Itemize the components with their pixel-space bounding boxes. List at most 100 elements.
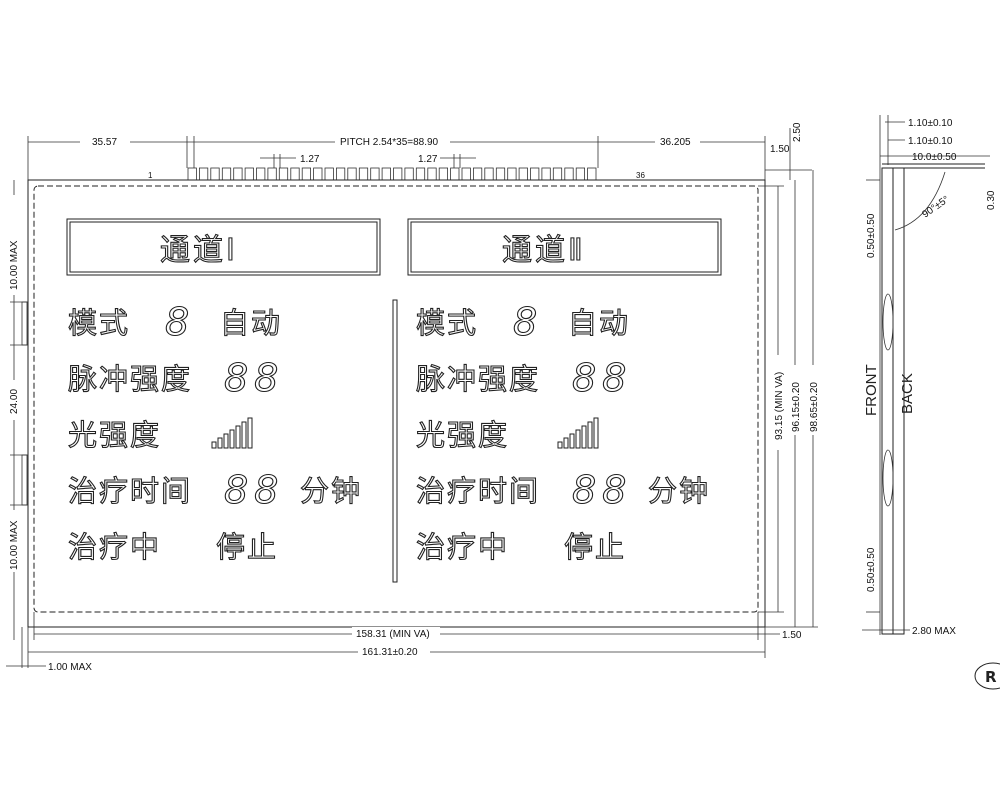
channel-1: 通道Ⅰ 模式 8 自动 脉冲强度 88 光强度 治疗时间 88 分钟 治疗中 停… bbox=[66, 218, 381, 565]
side-view: 1.10±0.10 1.10±0.10 10.0±0.50 0.30 90°±5… bbox=[862, 115, 1000, 690]
signal-bar bbox=[563, 437, 569, 449]
signal-bar bbox=[223, 433, 229, 449]
signal-bar bbox=[235, 425, 241, 449]
pin bbox=[324, 167, 334, 181]
pin bbox=[530, 167, 540, 181]
channel-1-time-unit: 分钟 bbox=[300, 474, 362, 508]
channel-1-pulse-label: 脉冲强度 bbox=[68, 362, 192, 396]
side-front-label: FRONT bbox=[863, 364, 880, 416]
side-t4: 0.30 bbox=[986, 190, 997, 210]
channel-1-state-label: 治疗中 bbox=[68, 530, 161, 564]
dim-top-gap-a: 1.50 bbox=[770, 144, 790, 155]
side-thickness: 2.80 MAX bbox=[912, 626, 956, 637]
side-angle: 90°±5° bbox=[920, 194, 951, 220]
pin bbox=[290, 167, 300, 181]
pin bbox=[461, 167, 471, 181]
pin bbox=[233, 167, 243, 181]
dim-width-total: 161.31±0.20 bbox=[362, 647, 418, 658]
channel-2: 通道Ⅱ 模式 8 自动 脉冲强度 88 光强度 治疗时间 88 分钟 治疗中 停… bbox=[407, 218, 722, 565]
channel-2-mode-value: 自动 bbox=[568, 306, 630, 340]
dim-height-total: 98.65±0.20 bbox=[809, 382, 820, 432]
channel-1-time-digits: 88 bbox=[224, 468, 284, 512]
channel-2-pulse-digits: 88 bbox=[572, 356, 632, 400]
pin bbox=[335, 167, 346, 181]
channel-2-light-label: 光强度 bbox=[416, 418, 509, 452]
channel-1-mode-digit: 8 bbox=[165, 300, 195, 344]
signal-bar bbox=[581, 425, 587, 449]
pin bbox=[575, 167, 586, 181]
pin bbox=[484, 167, 494, 181]
channel-2-mode-digit: 8 bbox=[513, 300, 543, 344]
pin bbox=[370, 167, 380, 181]
channel-2-state-label: 治疗中 bbox=[416, 530, 509, 564]
dim-pin-pitch-b: 1.27 bbox=[418, 154, 438, 165]
channel-2-time-unit: 分钟 bbox=[648, 474, 710, 508]
signal-bar bbox=[211, 441, 217, 449]
pin-last-label: 36 bbox=[636, 171, 645, 180]
dim-left-max-top: 10.00 MAX bbox=[9, 240, 20, 290]
channel-2-time-digits: 88 bbox=[572, 468, 632, 512]
dim-right-offset: 36.205 bbox=[660, 137, 691, 148]
pin-row bbox=[187, 167, 597, 181]
registered-logo: R bbox=[974, 662, 1000, 690]
dim-bottom-max: 1.00 MAX bbox=[48, 662, 92, 673]
channel-2-mode-label: 模式 bbox=[416, 306, 478, 340]
pin bbox=[301, 167, 312, 181]
dim-height-outer: 96.15±0.20 bbox=[791, 382, 802, 432]
side-t1: 1.10±0.10 bbox=[908, 118, 953, 129]
pin bbox=[244, 167, 254, 181]
side-t2: 1.10±0.10 bbox=[908, 136, 953, 147]
bottom-dimensions: 158.31 (MIN VA) 161.31±0.20 1.50 1.00 MA… bbox=[6, 612, 802, 673]
signal-bar bbox=[247, 417, 253, 449]
pin bbox=[221, 167, 232, 181]
pin bbox=[210, 167, 220, 181]
dim-left-mid: 24.00 bbox=[9, 389, 20, 414]
side-back-label: BACK bbox=[899, 373, 916, 414]
pin bbox=[415, 167, 426, 181]
channel-2-state-value: 停止 bbox=[564, 530, 626, 564]
pin bbox=[552, 167, 563, 181]
pin bbox=[187, 167, 197, 181]
top-dimensions: 35.57 PITCH 2.54*35=88.90 36.205 1.27 1.… bbox=[27, 122, 812, 180]
pin bbox=[472, 167, 483, 181]
channel-1-state-value: 停止 bbox=[216, 530, 278, 564]
pin bbox=[564, 167, 574, 181]
channel-1-mode-label: 模式 bbox=[68, 306, 130, 340]
dim-bottom-gap: 1.50 bbox=[782, 630, 802, 641]
signal-bar bbox=[229, 429, 235, 449]
pin bbox=[198, 167, 209, 181]
dim-left-offset: 35.57 bbox=[92, 137, 117, 148]
channel-2-pulse-label: 脉冲强度 bbox=[416, 362, 540, 396]
channel-2-time-label: 治疗时间 bbox=[416, 474, 540, 508]
channel-1-time-label: 治疗时间 bbox=[68, 474, 192, 508]
pin bbox=[518, 167, 528, 181]
dim-left-max-bottom: 10.00 MAX bbox=[9, 520, 20, 570]
pin bbox=[587, 167, 597, 181]
channel-1-signal-bars bbox=[211, 417, 253, 449]
pin bbox=[427, 167, 437, 181]
dim-top-gap-b: 2.50 bbox=[792, 122, 803, 142]
pin bbox=[381, 167, 391, 181]
pin bbox=[438, 167, 449, 181]
logo-letter: R bbox=[985, 668, 997, 686]
right-dimensions: 93.15 (MIN VA) 96.15±0.20 98.65±0.20 bbox=[758, 170, 820, 628]
side-lower-offset: 0.50±0.50 bbox=[866, 547, 877, 592]
pin bbox=[404, 167, 414, 181]
pin bbox=[278, 167, 289, 181]
channel-2-title: 通道Ⅱ bbox=[502, 233, 586, 268]
pin bbox=[256, 167, 266, 181]
signal-bar bbox=[569, 433, 575, 449]
pin bbox=[541, 167, 551, 181]
dim-pin-pitch-a: 1.27 bbox=[300, 154, 320, 165]
pin bbox=[347, 167, 357, 181]
channel-2-signal-bars bbox=[557, 417, 599, 449]
signal-bar bbox=[593, 417, 599, 449]
signal-bar bbox=[217, 437, 223, 449]
side-t3: 10.0±0.50 bbox=[912, 152, 957, 163]
pin bbox=[267, 167, 277, 181]
dim-width-va: 158.31 (MIN VA) bbox=[356, 629, 430, 640]
lcd-content: 通道Ⅰ 模式 8 自动 脉冲强度 88 光强度 治疗时间 88 分钟 治疗中 停… bbox=[66, 218, 722, 583]
left-dimensions: 10.00 MAX 24.00 10.00 MAX bbox=[7, 180, 28, 640]
pin bbox=[313, 167, 323, 181]
